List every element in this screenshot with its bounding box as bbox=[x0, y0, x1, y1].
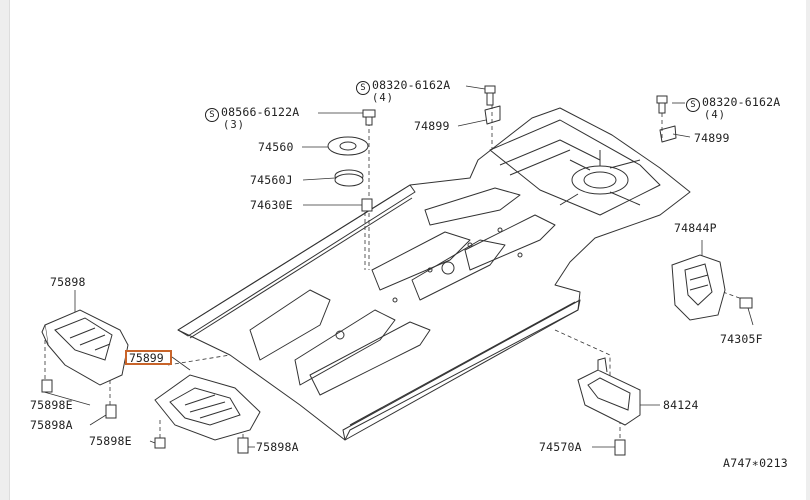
label-74899-right: 74899 bbox=[694, 131, 730, 145]
clip-74305F bbox=[739, 297, 753, 309]
screw-symbol-icon: S bbox=[356, 81, 370, 95]
bracket-84124 bbox=[577, 357, 641, 426]
label-74844P: 74844P bbox=[674, 221, 717, 235]
diagram-code: A747∗0213 bbox=[723, 456, 789, 470]
bolt-75898A-a bbox=[105, 404, 117, 419]
screw-symbol-icon: S bbox=[686, 98, 700, 112]
bolt-top bbox=[484, 85, 496, 106]
right-sill bbox=[342, 299, 581, 441]
bracket-74844P bbox=[671, 254, 726, 321]
label-74560J: 74560J bbox=[250, 173, 293, 187]
part-number-text: 08320-6162A bbox=[702, 95, 781, 109]
bolt-75898A-b bbox=[237, 437, 249, 454]
bolt-75898E-b bbox=[154, 437, 166, 449]
part-number-text: 08320-6162A bbox=[372, 78, 451, 92]
part-number-text: 75899 bbox=[129, 351, 164, 365]
label-75898E-a: 75898E bbox=[30, 398, 73, 412]
highlighted-part-75899[interactable]: 75899 bbox=[125, 350, 172, 365]
label-75898A-b: 75898A bbox=[256, 440, 299, 454]
label-75898E-b: 75898E bbox=[89, 434, 132, 448]
label-74630E: 74630E bbox=[250, 198, 293, 212]
label-75898A-a: 75898A bbox=[30, 418, 73, 432]
floor-panel-outline bbox=[177, 107, 691, 441]
bracket-75899 bbox=[154, 374, 261, 441]
label-74570A: 74570A bbox=[539, 440, 582, 454]
right-edge-bar bbox=[806, 0, 810, 500]
label-74305F: 74305F bbox=[720, 332, 763, 346]
plug-74630E bbox=[361, 198, 373, 212]
bracket-75898 bbox=[41, 309, 129, 386]
left-sill bbox=[177, 184, 416, 337]
rear-floor-pan bbox=[489, 119, 661, 216]
bolt-right bbox=[656, 95, 668, 114]
screw-symbol-icon: S bbox=[205, 108, 219, 122]
bolt-75898E-a bbox=[41, 379, 53, 393]
bolt-left bbox=[362, 109, 376, 126]
label-74899-left: 74899 bbox=[414, 119, 450, 133]
label-75898: 75898 bbox=[50, 275, 86, 289]
qty-08320-top: (4) bbox=[372, 92, 394, 104]
qty-08320-right: (4) bbox=[704, 109, 726, 121]
label-74560: 74560 bbox=[258, 140, 294, 154]
part-number-text: 08566-6122A bbox=[221, 105, 300, 119]
qty-08566: (3) bbox=[223, 119, 245, 131]
left-edge-bar bbox=[0, 0, 10, 500]
bolt-74570A bbox=[614, 439, 626, 456]
label-84124: 84124 bbox=[663, 398, 699, 412]
